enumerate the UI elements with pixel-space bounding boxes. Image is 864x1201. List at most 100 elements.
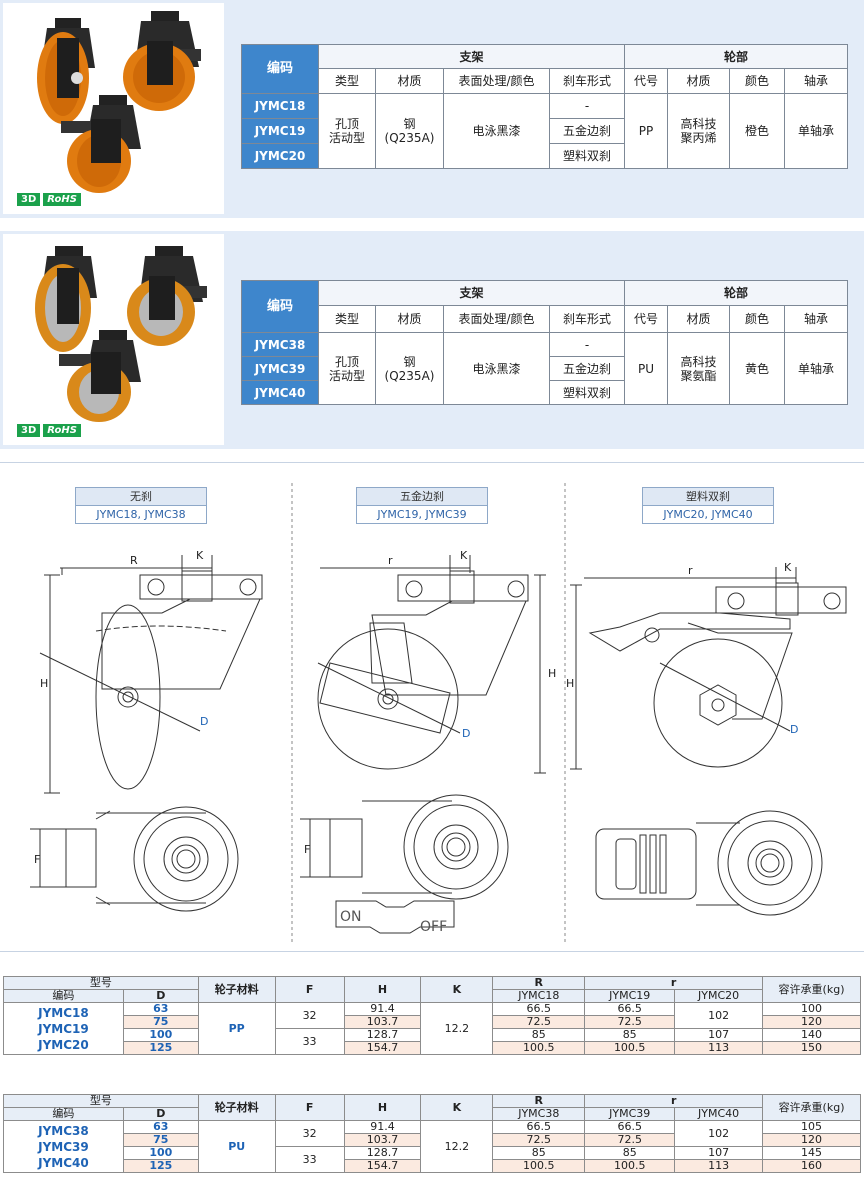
d-header: D — [122, 989, 199, 1003]
k-cell: 12.2 — [420, 1120, 494, 1173]
view-title: 无刹 — [76, 488, 206, 506]
r1-cell: 100.5 — [584, 1159, 676, 1173]
brake-cell: 五金边刹 — [549, 356, 625, 381]
wheel-header: 轮部 — [624, 44, 848, 69]
r-header: r — [584, 1094, 764, 1108]
wheel-material-cell: 高科技 聚氨酯 — [667, 332, 730, 405]
bearing-cell: 单轴承 — [784, 332, 848, 405]
product-panel-pu: 3D RoHS 编码 支架 轮部 类型 材质 表面处理/颜色 刹车形式 代号 材… — [0, 231, 864, 449]
bracket-header: 支架 — [318, 44, 625, 69]
r1-cell: 66.5 — [584, 1120, 676, 1134]
dim-r: r — [688, 564, 693, 577]
wheel-material-header: 轮子材料 — [197, 976, 276, 1003]
k-header: K — [420, 1094, 494, 1121]
dim-R: R — [130, 554, 138, 567]
bearing-cell: 单轴承 — [784, 93, 848, 169]
d-cell: 63 — [122, 1002, 199, 1016]
code-cell: JYMC39 — [241, 356, 319, 381]
R-cell: 66.5 — [492, 1002, 586, 1016]
code-header: 编码 — [3, 989, 124, 1003]
subheader: 材质 — [667, 305, 730, 333]
brake-cell: - — [549, 93, 625, 119]
wheel-code-cell: PU — [624, 332, 668, 405]
h-cell: 128.7 — [343, 1146, 422, 1160]
h-cell: 103.7 — [343, 1133, 422, 1147]
d-header: D — [122, 1107, 199, 1121]
spec-table-pu: 编码 支架 轮部 类型 材质 表面处理/颜色 刹车形式 代号 材质 颜色 轴承 … — [241, 280, 848, 405]
subheader: 代号 — [624, 68, 668, 94]
r1-cell: 66.5 — [584, 1002, 676, 1016]
subheader: 刹车形式 — [549, 68, 625, 94]
dim-H: H — [40, 677, 48, 690]
f-cell: 32 — [274, 1120, 345, 1147]
r-subcol: JYMC40 — [674, 1107, 764, 1121]
load-header: 容许承重(kg) — [762, 976, 861, 1003]
r-subcol: JYMC18 — [492, 989, 586, 1003]
R-cell: 85 — [492, 1146, 586, 1160]
subheader: 刹车形式 — [549, 305, 625, 333]
3d-badge: 3D — [17, 193, 41, 206]
subheader: 材质 — [667, 68, 730, 94]
code-header: 编码 — [241, 280, 319, 333]
model-header: 型号 — [3, 976, 199, 990]
wheel-code-cell: PP — [624, 93, 668, 169]
code-cell: JYMC19 — [241, 118, 319, 144]
switch-on-label: ON — [340, 909, 362, 925]
subheader: 类型 — [318, 305, 376, 333]
wheel-material-cell: 高科技 聚丙烯 — [667, 93, 730, 169]
subheader: 材质 — [375, 68, 444, 94]
subheader: 代号 — [624, 305, 668, 333]
f-header: F — [274, 976, 345, 1003]
load-cell: 145 — [762, 1146, 861, 1160]
R-cell: 72.5 — [492, 1015, 586, 1029]
R-header: R — [492, 1094, 586, 1108]
caster-image — [35, 246, 207, 422]
dim-H: H — [548, 667, 556, 680]
dimension-table-pu: 型号 轮子材料 F H K R r 容许承重(kg) 编码 D JYMC38 J… — [3, 1094, 861, 1173]
code-line: JYMC40 — [38, 1155, 89, 1170]
material-cell: 钢 (Q235A) — [375, 93, 444, 169]
brake-cell: 塑料双刹 — [549, 380, 625, 405]
view-models: JYMC19, JYMC39 — [357, 506, 487, 523]
R-cell: 72.5 — [492, 1133, 586, 1147]
subheader: 轴承 — [784, 68, 848, 94]
R-header: R — [492, 976, 586, 990]
code-group-cell: JYMC38 JYMC39 JYMC40 — [3, 1120, 124, 1173]
code-cell: JYMC18 — [241, 93, 319, 119]
d-cell: 100 — [122, 1146, 199, 1160]
load-cell: 105 — [762, 1120, 861, 1134]
switch-off-label: OFF — [420, 919, 447, 935]
dim-H: H — [566, 677, 574, 690]
d-cell: 125 — [122, 1159, 199, 1173]
load-cell: 120 — [762, 1133, 861, 1147]
h-header: H — [343, 1094, 422, 1121]
r-subcol: JYMC19 — [584, 989, 676, 1003]
bottom-view-no-brake — [30, 806, 239, 912]
view-label-side-brake: 五金边刹 JYMC19, JYMC39 — [356, 487, 488, 524]
r-subcol: JYMC20 — [674, 989, 764, 1003]
subheader: 材质 — [375, 305, 444, 333]
subheader: 表面处理/颜色 — [443, 305, 550, 333]
h-cell: 91.4 — [343, 1120, 422, 1134]
dim-D: D — [462, 727, 470, 740]
r2-cell: 102 — [674, 1120, 764, 1147]
load-cell: 120 — [762, 1015, 861, 1029]
technical-drawing-area: 无刹 JYMC18, JYMC38 五金边刹 JYMC19, JYMC39 塑料… — [0, 462, 864, 952]
code-cell: JYMC40 — [241, 380, 319, 405]
cert-badges: 3D RoHS — [17, 424, 81, 437]
code-header: 编码 — [241, 44, 319, 94]
r2-cell: 107 — [674, 1028, 764, 1042]
material-cell: PU — [197, 1120, 276, 1173]
h-cell: 103.7 — [343, 1015, 422, 1029]
view-label-double-brake: 塑料双刹 JYMC20, JYMC40 — [642, 487, 774, 524]
material-cell: 钢 (Q235A) — [375, 332, 444, 405]
f-cell: 32 — [274, 1002, 345, 1029]
subheader: 表面处理/颜色 — [443, 68, 550, 94]
R-cell: 100.5 — [492, 1159, 586, 1173]
caster-drawings: R K H D F r K H D F ON OFF r K H D — [30, 483, 847, 943]
code-header: 编码 — [3, 1107, 124, 1121]
code-cell: JYMC38 — [241, 332, 319, 357]
r2-cell: 107 — [674, 1146, 764, 1160]
type-cell: 孔顶 活动型 — [318, 332, 376, 405]
R-cell: 100.5 — [492, 1041, 586, 1055]
